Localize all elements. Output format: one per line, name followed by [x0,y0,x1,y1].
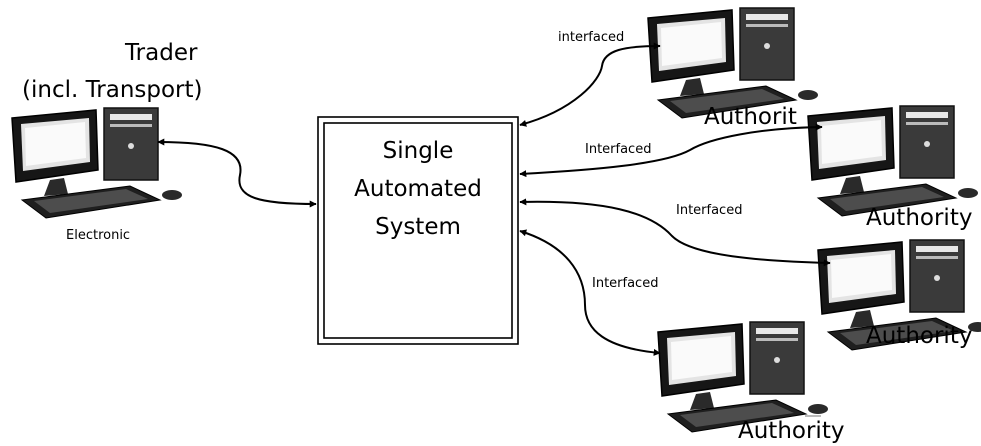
authority-computer-2 [807,105,979,217]
trader-link-arrow [157,138,317,208]
connection-label-4: Interfaced [592,276,659,291]
connection-label-1: interfaced [558,30,625,45]
connection-label-2: Interfaced [585,142,652,157]
system-line3: System [375,214,461,240]
connection-label-3: Interfaced [676,203,743,218]
trader-computer [11,107,183,219]
authority-label-1: Authorit [704,104,797,130]
authority-1-link-arrow [519,42,661,127]
authority-3-link-arrow [519,198,831,267]
authority-label-3: Authority [866,323,973,349]
authority-4-link-arrow [519,229,661,356]
authority-label-2: Authority [866,205,973,231]
trader-title-line1: Trader [125,40,198,66]
system-line1: Single [382,138,454,164]
authority-computer-4 [657,321,829,433]
authority-label-4: Authority [738,418,845,444]
authority-2-link-arrow [519,123,823,178]
system-line2: Automated [354,176,482,202]
single-automated-system-box [317,116,519,345]
trader-caption: Electronic [66,228,131,243]
authority-computer-1 [647,7,819,119]
trader-title-line2: (incl. Transport) [22,77,203,103]
